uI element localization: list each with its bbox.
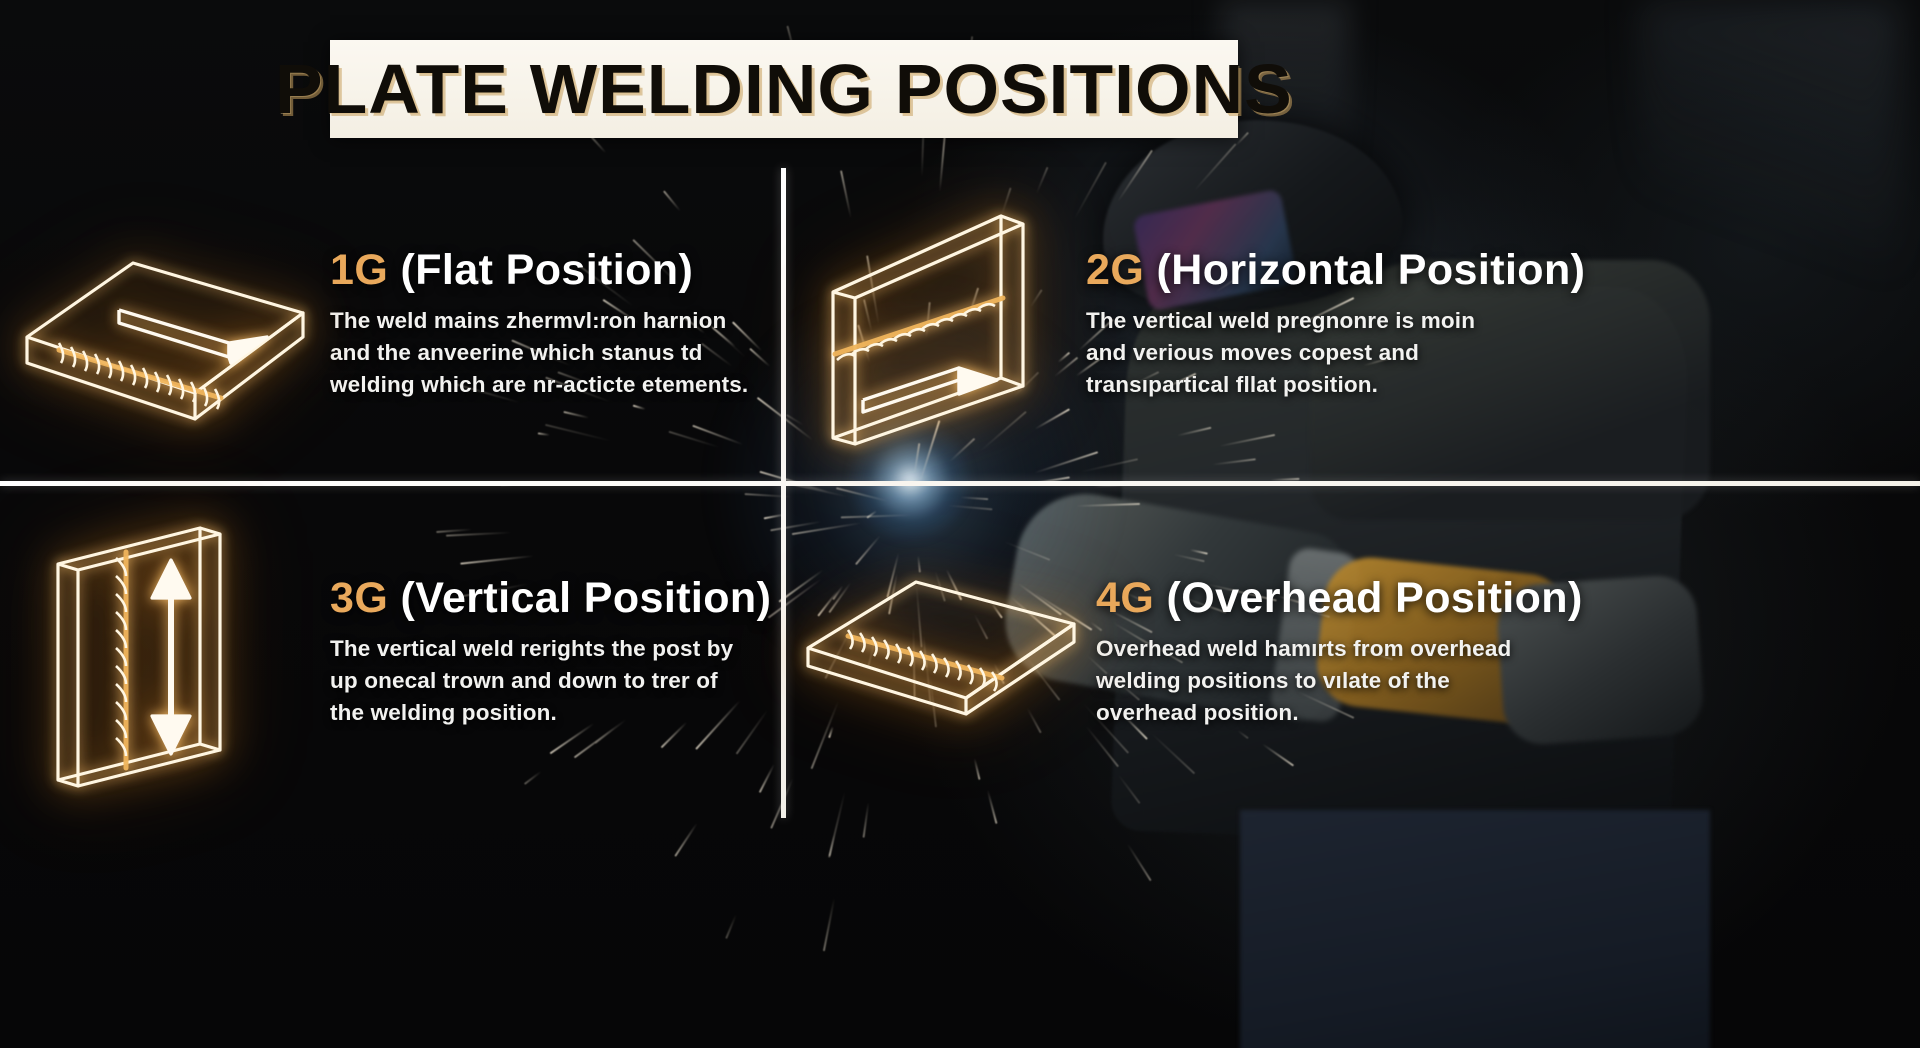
vertical-plate-vertical-bead-double-arrow-icon: [56, 526, 222, 788]
position-card-4g: 4G (Overhead Position) Overhead weld ham…: [786, 486, 1920, 818]
position-4g-text: 4G (Overhead Position) Overhead weld ham…: [1096, 573, 1920, 729]
position-2g-code: 2G: [1086, 246, 1145, 295]
icon-1g-flat: [0, 210, 330, 440]
position-3g-code: 3G: [330, 573, 389, 622]
icon-3g-vertical: [0, 502, 330, 802]
direction-arrow-icon: [117, 308, 269, 365]
direction-arrow-icon: [861, 366, 999, 414]
horizontal-divider: [0, 481, 1920, 486]
position-1g-code: 1G: [330, 246, 389, 295]
title-banner: PLATE WELDING POSITIONS: [275, 40, 1292, 138]
overhead-plate-bead-icon: [806, 580, 1076, 716]
position-card-3g: 3G (Vertical Position) The vertical weld…: [0, 486, 781, 818]
position-4g-heading: 4G (Overhead Position): [1096, 573, 1920, 622]
position-3g-description: The vertical weld rerights the post by u…: [330, 635, 734, 725]
position-2g-name: (Horizontal Position): [1156, 246, 1586, 295]
welder-lower-body: [1240, 810, 1710, 1048]
icon-4g-overhead: [786, 552, 1096, 752]
flat-plate-horizontal-bead-arrow-icon: [25, 261, 305, 421]
position-1g-description: The weld mains zhermvl:ron harnion and t…: [330, 308, 749, 398]
position-card-1g: 1G (Flat Position) The weld mains zhermv…: [0, 168, 781, 481]
position-2g-heading: 2G (Horizontal Position): [1086, 246, 1920, 295]
position-2g-description: The vertical weld pregnonre is moin and …: [1086, 308, 1476, 398]
position-4g-description: Overhead weld hamırts from overhead weld…: [1096, 635, 1512, 725]
position-1g-text: 1G (Flat Position) The weld mains zhermv…: [330, 246, 781, 401]
arc-flash-core: [845, 415, 975, 545]
position-1g-name: (Flat Position): [400, 246, 694, 295]
welder-silhouette: [980, 97, 1740, 1048]
page-title: PLATE WELDING POSITIONS: [275, 50, 1293, 128]
position-3g-name: (Vertical Position): [400, 573, 772, 622]
vertical-plate-horizontal-bead-arrow-icon: [831, 214, 1025, 446]
welder-shoulder: [1310, 260, 1710, 520]
position-3g-text: 3G (Vertical Position) The vertical weld…: [330, 573, 781, 729]
position-2g-text: 2G (Horizontal Position) The vertical we…: [1086, 246, 1920, 401]
position-card-2g: 2G (Horizontal Position) The vertical we…: [786, 168, 1920, 481]
position-1g-heading: 1G (Flat Position): [330, 246, 781, 295]
position-4g-code: 4G: [1096, 573, 1155, 622]
double-arrow-icon: [150, 558, 192, 756]
position-4g-name: (Overhead Position): [1166, 573, 1583, 622]
background-light-beam-right: [1640, 0, 1900, 320]
position-3g-heading: 3G (Vertical Position): [330, 573, 781, 622]
icon-2g-horizontal: [786, 195, 1086, 455]
vertical-divider: [781, 168, 786, 818]
